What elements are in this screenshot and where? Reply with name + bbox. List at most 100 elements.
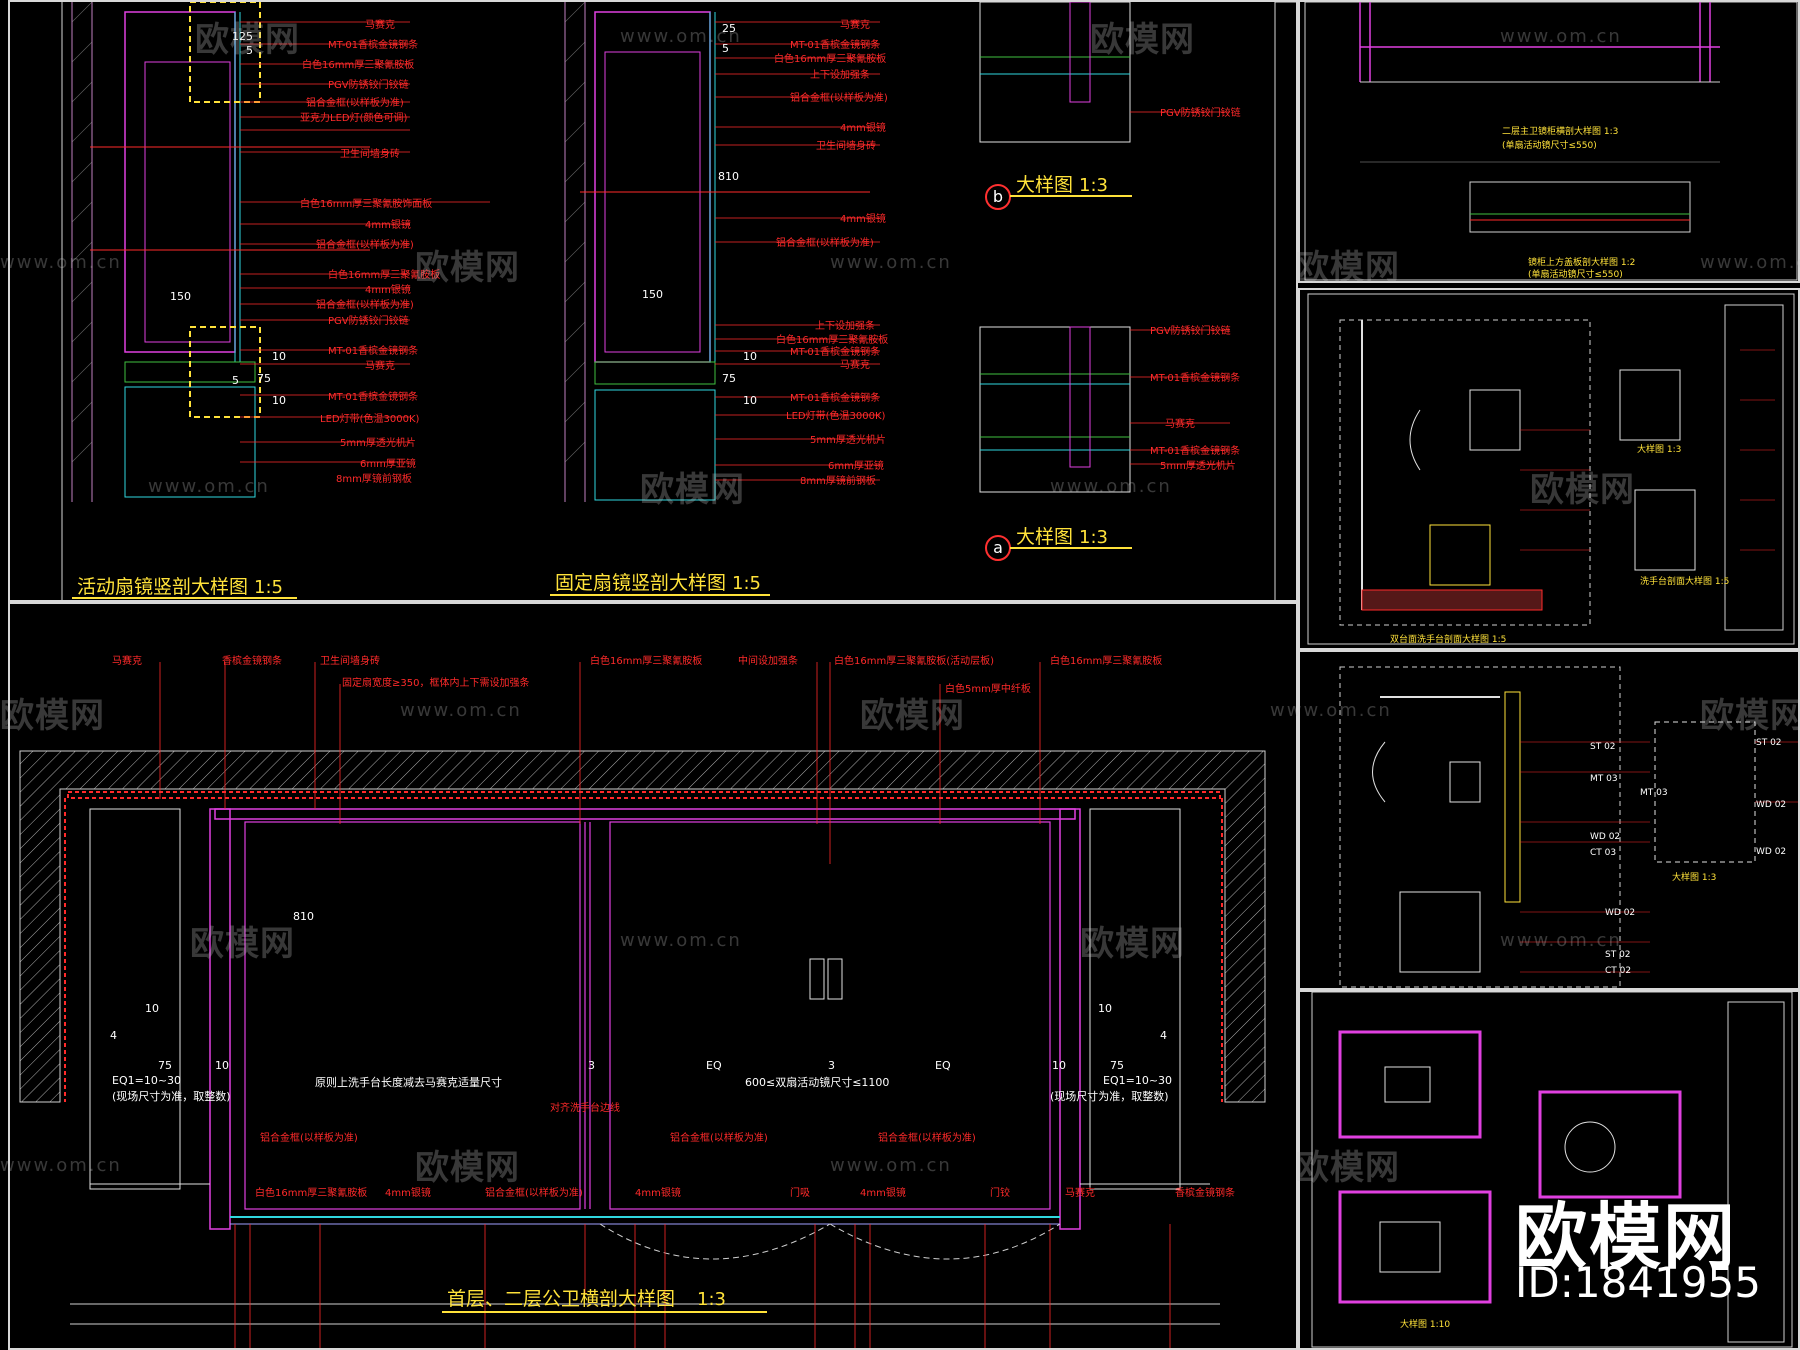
label: 白色5mm厚中纤板 bbox=[945, 684, 1031, 695]
title-right-2-detail2: 洗手台剖面大样图 1:5 bbox=[1640, 577, 1730, 587]
watermark-text: 欧模网 bbox=[1295, 248, 1400, 288]
label: 5mm厚透光机片 bbox=[340, 438, 416, 449]
label: 马赛克 bbox=[365, 20, 395, 31]
label: 白色16mm厚三聚氰胺板 bbox=[255, 1188, 368, 1199]
dim-note-right: (现场尺寸为准，取整数) bbox=[1050, 1090, 1169, 1103]
dimension: 10 bbox=[743, 394, 757, 407]
label: 卫生间墙身砖 bbox=[320, 656, 380, 667]
label: PGV防锈铰门铰链 bbox=[1150, 326, 1231, 337]
dimension: 10 bbox=[272, 350, 286, 363]
label: 马赛克 bbox=[1065, 1188, 1095, 1199]
dimension: 10 bbox=[1098, 1002, 1112, 1015]
dimension: EQ bbox=[706, 1059, 722, 1072]
brand-logo-text: 欧模网 bbox=[1515, 1195, 1738, 1279]
label: 铝合金框(以样板为准) bbox=[306, 98, 404, 109]
label: 铝合金框(以样板为准) bbox=[485, 1188, 583, 1199]
dimension: 125 bbox=[232, 30, 253, 43]
dimension: 10 bbox=[215, 1059, 229, 1072]
label: 白色16mm厚三聚氰胺饰面板 bbox=[300, 199, 433, 210]
label: 马赛克 bbox=[1165, 419, 1195, 430]
label: 4mm银镜 bbox=[365, 285, 411, 296]
watermark-url: www.om.cn bbox=[1270, 700, 1392, 721]
dim-note-left: (现场尺寸为准，取整数) bbox=[112, 1090, 231, 1103]
label: 铝合金框(以样板为准) bbox=[776, 238, 874, 249]
label: 马赛克 bbox=[840, 360, 870, 371]
code: WD 02 bbox=[1590, 832, 1621, 842]
watermark-text: 欧模网 bbox=[1080, 924, 1185, 964]
watermark-text: 欧模网 bbox=[0, 696, 105, 736]
watermark-url: www.om.cn bbox=[400, 700, 522, 721]
right-2-drawing bbox=[1307, 293, 1795, 645]
watermark-url: www.om.cn bbox=[830, 252, 952, 273]
panel-right-1: 二层主卫镜柜横剖大样图 1:3 (单扇活动镜尺寸≤550) 镜柜上方盖板剖大样图… bbox=[1298, 0, 1800, 283]
label: PGV防锈铰门铰链 bbox=[1160, 108, 1241, 119]
watermark-url: www.om.cn bbox=[830, 1155, 952, 1176]
label: 白色16mm厚三聚氰胺板 bbox=[774, 54, 887, 65]
title-right-2-detail: 大样图 1:3 bbox=[1637, 445, 1682, 455]
dimension: 5 bbox=[246, 44, 253, 57]
dim-text-left: EQ1=10~30 bbox=[112, 1074, 182, 1087]
label: 上下设加强条 bbox=[815, 321, 875, 332]
label: 白色16mm厚三聚氰胺板 bbox=[328, 270, 441, 281]
label: 卫生间墙身砖 bbox=[340, 149, 400, 160]
label: 铝合金框(以样板为准) bbox=[670, 1133, 768, 1144]
label: 门铰 bbox=[990, 1188, 1010, 1199]
code: MT 03 bbox=[1640, 788, 1668, 798]
title-right-1b: 镜柜上方盖板剖大样图 1:2 bbox=[1528, 258, 1636, 268]
label: MT-01香槟金镜钢条 bbox=[328, 346, 419, 357]
label: 铝合金框(以样板为准) bbox=[316, 240, 414, 251]
watermark-url: www.om.cn bbox=[1050, 476, 1172, 497]
watermark-url: www.om.cn bbox=[148, 476, 270, 497]
label: MT-01香槟金镜钢条 bbox=[328, 392, 419, 403]
watermark-text: 欧模网 bbox=[1700, 696, 1800, 736]
label: LED灯带(色温3000K) bbox=[320, 414, 420, 425]
mirror-vertical-drawing bbox=[61, 2, 1296, 600]
panel-right-2: 双台面洗手台剖面大样图 1:5 大样图 1:3 洗手台剖面大样图 1:5 bbox=[1298, 288, 1800, 650]
dimension: 75 bbox=[722, 372, 736, 385]
label: 卫生间墙身砖 bbox=[816, 141, 876, 152]
label: 4mm银镜 bbox=[385, 1188, 431, 1199]
right-3-drawing bbox=[1339, 666, 1798, 988]
dimension: 810 bbox=[293, 910, 314, 923]
dim-text-mid1: 原则上洗手台长度减去马赛克适量尺寸 bbox=[315, 1076, 502, 1089]
dim-text-right: EQ1=10~30 bbox=[1103, 1074, 1173, 1087]
label: 中间设加强条 bbox=[738, 656, 798, 667]
label: 铝合金框(以样板为准) bbox=[790, 93, 888, 104]
watermark-url: www.om.cn bbox=[0, 1155, 122, 1176]
title-right-1a: 二层主卫镜柜横剖大样图 1:3 bbox=[1502, 127, 1619, 137]
code: CT 02 bbox=[1605, 966, 1632, 976]
label: 门吸 bbox=[790, 1188, 810, 1199]
watermark-text: 欧模网 bbox=[1295, 1148, 1400, 1188]
label: MT-01香槟金镜钢条 bbox=[790, 40, 881, 51]
title-underline bbox=[442, 1311, 767, 1313]
title-right-4-detail: 大样图 1:10 bbox=[1400, 1320, 1451, 1330]
watermark-text: 欧模网 bbox=[1090, 20, 1195, 60]
label: 亚克力LED灯(颜色可调) bbox=[300, 113, 408, 124]
title-underline bbox=[1010, 195, 1132, 197]
watermark-text: 欧模网 bbox=[415, 1148, 520, 1188]
dimension: 810 bbox=[718, 170, 739, 183]
label: 4mm银镜 bbox=[635, 1188, 681, 1199]
label: 白色16mm厚三聚氰胺板 bbox=[1050, 656, 1163, 667]
watermark-text: 欧模网 bbox=[640, 470, 745, 510]
label: 铝合金框(以样板为准) bbox=[878, 1133, 976, 1144]
dimension: 10 bbox=[145, 1002, 159, 1015]
subtitle-right-1a: (单扇活动镜尺寸≤550) bbox=[1502, 141, 1597, 151]
label: 马赛克 bbox=[112, 656, 142, 667]
label: PGV防锈铰门铰链 bbox=[328, 316, 409, 327]
label: 白色16mm厚三聚氰胺板 bbox=[590, 656, 703, 667]
right-1-drawing bbox=[1304, 2, 1798, 281]
title-underline bbox=[1010, 547, 1132, 549]
dimension: 3 bbox=[828, 1059, 835, 1072]
watermark-text: 欧模网 bbox=[1530, 470, 1635, 510]
subtitle-right-1b: (单扇活动镜尺寸≤550) bbox=[1528, 270, 1623, 280]
dim-text-mid2: 600≤双扇活动镜尺寸≤1100 bbox=[745, 1076, 890, 1089]
label: 4mm银镜 bbox=[365, 220, 411, 231]
watermark-url: www.om.cn bbox=[1500, 26, 1622, 47]
title-right-3-detail: 大样图 1:3 bbox=[1672, 873, 1717, 883]
title-underline bbox=[550, 594, 770, 596]
code: WD 02 bbox=[1756, 847, 1787, 857]
label: 铝合金框(以样板为准) bbox=[260, 1133, 358, 1144]
